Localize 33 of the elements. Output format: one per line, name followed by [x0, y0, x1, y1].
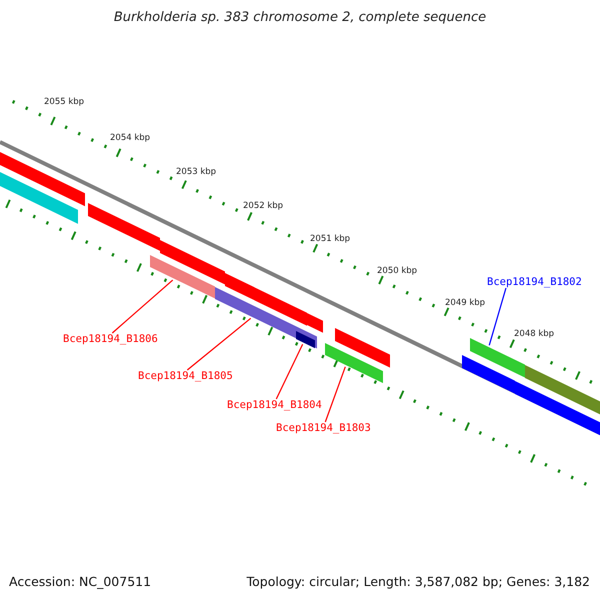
scale-label: 2051 kbp [310, 234, 350, 244]
gene-bar [335, 328, 390, 368]
leader-line [112, 280, 174, 334]
scale-label: 2054 kbp [110, 133, 150, 143]
gene-bar [325, 343, 383, 384]
gene-bar [462, 355, 515, 394]
gene-bar [470, 338, 525, 378]
scale-label: 2052 kbp [243, 201, 284, 211]
gene-bar [307, 313, 323, 333]
gene-label: Bcep18194_B1803 [276, 422, 371, 434]
leader-line [186, 318, 252, 370]
gene-label: Bcep18194_B1802 [487, 276, 582, 288]
gene-bar [515, 381, 600, 436]
gene-bar [0, 152, 85, 206]
footer-text: Accession: NC_007511 [9, 574, 152, 589]
scale-label: 2055 kbp [44, 97, 84, 107]
gene-bar [88, 203, 160, 251]
scale-label: 2050 kbp [377, 266, 418, 276]
gene-label: Bcep18194_B1804 [227, 399, 322, 411]
scale-label: 2053 kbp [176, 167, 216, 177]
gene-bar [160, 240, 225, 285]
title: Burkholderia sp. 383 chromosome 2, complete sequence [112, 10, 488, 25]
gene-bar [150, 255, 215, 299]
gene-bar [0, 172, 78, 224]
gene-label: Bcep18194_B1805 [138, 370, 233, 382]
gene-label: Bcep18194_B1806 [63, 333, 158, 345]
gene-bar [225, 273, 307, 326]
leader-line [488, 288, 507, 346]
footer-text: Topology: circular; Length: 3,587,082 bp; Genes: 3,182 [246, 574, 590, 589]
scale-label: 2049 kbp [445, 298, 486, 308]
gene-bar [525, 365, 600, 414]
scale-label: 2048 kbp [514, 329, 554, 339]
leader-line [324, 366, 346, 422]
